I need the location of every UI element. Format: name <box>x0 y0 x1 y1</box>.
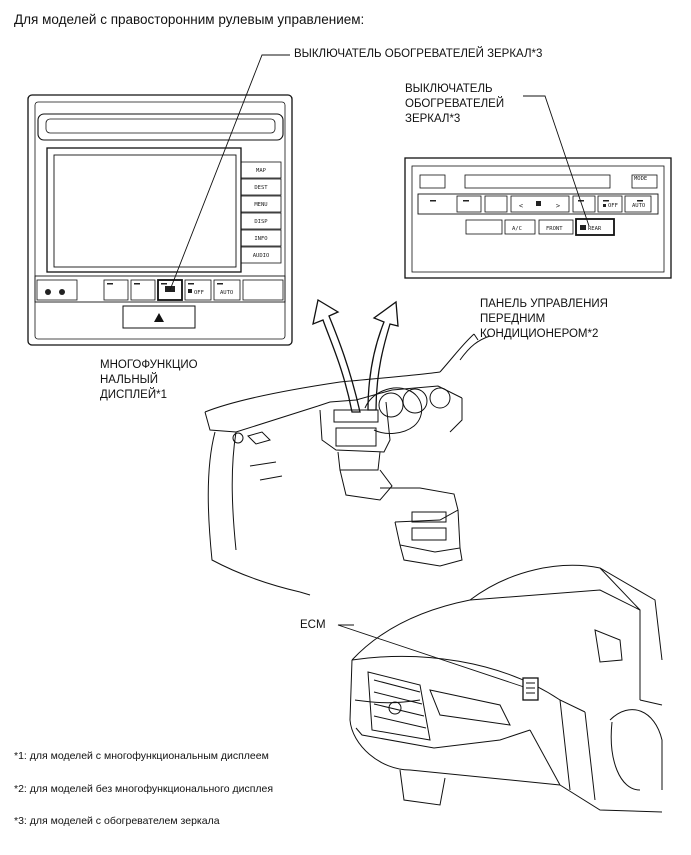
front-ac-control-panel: < > MODE OFF AUTO A/C FRONT REAR <box>404 157 672 279</box>
mirror-heater-switch-label-top: ВЫКЛЮЧАТЕЛЬ ОБОГРЕВАТЕЛЕЙ ЗЕРКАЛ*3 <box>294 48 543 60</box>
display-button-menu: MENU <box>254 202 267 208</box>
multi-display-label: МНОГОФУНКЦИО НАЛЬНЫЙ ДИСПЛЕЙ*1 <box>100 359 198 401</box>
ac-mode-label: MODE <box>634 176 647 182</box>
front-ac-panel-label: ПАНЕЛЬ УПРАВЛЕНИЯ ПЕРЕДНИМ КОНДИЦИОНЕРОМ… <box>480 298 608 340</box>
display-button-disp: DISP <box>254 219 268 225</box>
footnote-1: *1: для моделей с многофункциональным ди… <box>14 750 269 762</box>
display-button-info: INFO <box>254 236 267 242</box>
footnote-2: *2: для моделей без многофункционального… <box>14 783 274 795</box>
display-button-dest: DEST <box>254 185 268 191</box>
ac-auto-label: AUTO <box>632 203 645 209</box>
display-auto-button-label: AUTO <box>220 290 233 296</box>
ecm-module <box>522 677 539 701</box>
ac-front-label: FRONT <box>546 226 563 232</box>
hazard-triangle-icon <box>154 313 164 322</box>
location-arrows <box>312 298 399 413</box>
ac-left-arrow-button: < <box>519 202 523 210</box>
display-button-audio: AUDIO <box>253 253 270 259</box>
dashboard-interior <box>204 333 491 596</box>
leader-lines <box>169 54 590 689</box>
mirror-heater-switch-label-right: ВЫКЛЮЧАТЕЛЬ ОБОГРЕВАТЕЛЕЙ ЗЕРКАЛ*3 <box>405 83 505 125</box>
display-button-map: MAP <box>256 168 267 174</box>
ecm-label: ECM <box>300 619 326 631</box>
ac-rear-label: REAR <box>588 226 602 232</box>
multi-function-display-unit: MAP DEST MENU DISP INFO AUDIO <box>27 94 293 346</box>
ac-right-arrow-button: > <box>556 202 560 210</box>
display-off-button-label: OFF <box>194 290 204 296</box>
page-heading: Для моделей с правосторонним рулевым упр… <box>14 12 365 27</box>
vehicle-exterior <box>349 564 663 813</box>
footnote-3: *3: для моделей с обогревателем зеркала <box>14 815 220 827</box>
display-side-buttons <box>240 161 282 264</box>
ac-off-label: OFF <box>608 203 618 209</box>
ac-ac-label: A/C <box>512 226 522 232</box>
